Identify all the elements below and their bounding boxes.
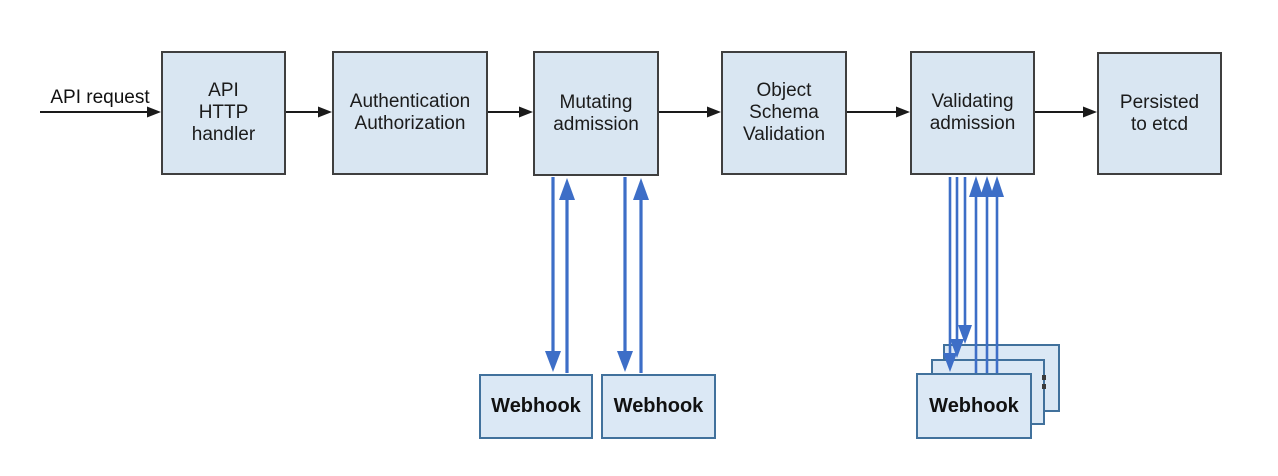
mutating-webhook-box-1: Webhook [479, 374, 593, 439]
mutating-webhook-box-2: Webhook [601, 374, 716, 439]
pipeline-box-api-http-handler: API HTTP handler [161, 51, 286, 175]
arrow-mutating-to-webhook1-down [545, 177, 561, 372]
arrow-webhook1-to-mutating-up [559, 178, 575, 373]
arrowhead-icon [559, 178, 575, 200]
pipeline-box-validating-admission: Validating admission [910, 51, 1035, 175]
arrow-schema-to-validating [847, 106, 910, 118]
pipeline-box-authentication-authorization: Authentication Authorization [332, 51, 488, 175]
arrowhead-icon [958, 325, 972, 344]
arrow-validating-to-webhooks-down-3 [958, 177, 972, 344]
arrow-auth-to-mutating [488, 106, 533, 118]
api-request-label: API request [50, 87, 150, 108]
arrowhead-icon [519, 106, 533, 118]
arrow-validating-to-webhooks-down-2 [950, 177, 964, 358]
arrowhead-icon [617, 351, 633, 372]
arrowhead-icon [633, 178, 649, 200]
arrowhead-icon [545, 351, 561, 372]
pipeline-box-object-schema-validation: Object Schema Validation [721, 51, 847, 175]
arrowhead-icon [318, 106, 332, 118]
arrow-handler-to-auth [286, 106, 332, 118]
validating-webhook-box-front: Webhook [916, 373, 1032, 439]
arrowhead-icon [969, 176, 983, 197]
arrow-mutating-to-schema [659, 106, 721, 118]
arrow-mutating-to-webhook2-down [617, 177, 633, 372]
pipeline-box-persisted-to-etcd: Persisted to etcd [1097, 52, 1222, 175]
arrow-validating-to-etcd [1035, 106, 1097, 118]
arrowhead-icon [980, 176, 994, 197]
arrowhead-icon [707, 106, 721, 118]
arrowhead-icon [990, 176, 1004, 197]
arrowhead-icon [896, 106, 910, 118]
arrow-webhook2-to-mutating-up [633, 178, 649, 373]
arrowhead-icon [1083, 106, 1097, 118]
arrow-validating-to-webhooks-down-1 [943, 177, 957, 372]
pipeline-box-mutating-admission: Mutating admission [533, 51, 659, 176]
